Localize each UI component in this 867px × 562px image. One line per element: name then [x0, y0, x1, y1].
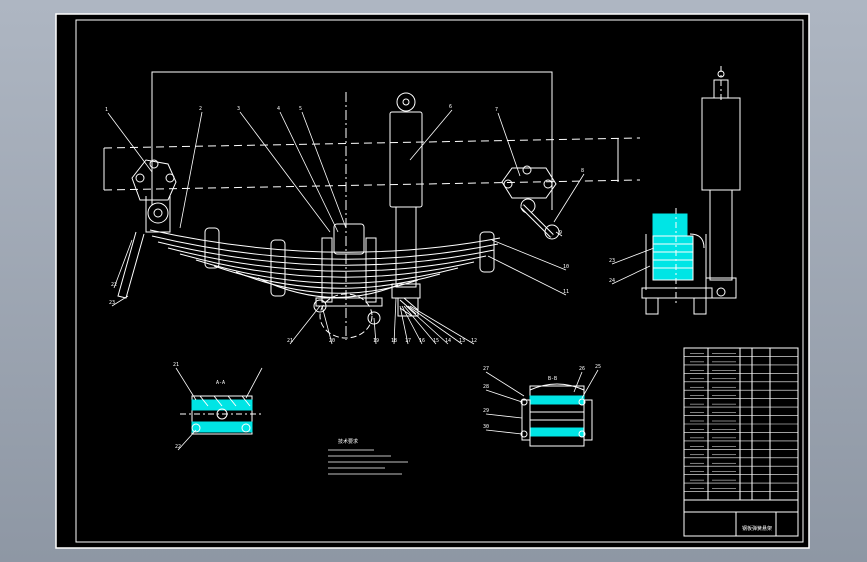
callout-number: 22	[111, 282, 117, 288]
callout-b-27: 27	[483, 366, 525, 397]
callout-number: 18	[391, 338, 397, 344]
callout-number: 24	[609, 278, 615, 284]
callout-number: 28	[483, 384, 489, 390]
sheet-outer-frame	[55, 13, 810, 549]
axle-outline	[319, 293, 373, 339]
callout-23: 23	[109, 295, 129, 307]
callout-number: 3	[237, 106, 240, 112]
rear-bracket	[501, 165, 560, 240]
callout-number: 26	[579, 366, 585, 372]
callout-b-30: 30	[483, 424, 523, 435]
callout-number: 30	[483, 424, 489, 430]
callout-number: 1	[105, 107, 108, 113]
callout-17: 17	[399, 305, 411, 345]
side-view-callouts: 23 24	[609, 247, 655, 285]
callout-14: 14	[405, 305, 451, 345]
section-a-label: A-A	[216, 380, 225, 386]
callout-b-25: 25	[581, 364, 601, 399]
callout-number: 19	[373, 338, 379, 344]
callout-number: 23	[109, 300, 115, 306]
shock-absorber	[389, 92, 423, 317]
callout-a-21: 21	[173, 362, 197, 401]
spring-section-highlight	[652, 235, 694, 281]
callout-number: 21	[287, 338, 293, 344]
callout-number: 29	[483, 408, 489, 414]
callout-number: 5	[299, 106, 302, 112]
leaf-spring-pack	[149, 229, 501, 298]
leaf-clips	[204, 227, 495, 297]
u-bolt-assembly	[313, 223, 383, 339]
callout-number: 23	[609, 258, 615, 264]
callout-b-29: 29	[483, 408, 523, 419]
callout-12: 12	[409, 305, 477, 345]
span-dimension-line	[151, 71, 553, 210]
section-b-callouts: B-B 25 26 27 28 29 30	[483, 364, 601, 435]
callout-number: 10	[563, 264, 569, 270]
callout-number: 14	[445, 338, 451, 344]
callout-20: 20	[321, 305, 335, 345]
section-view-a	[180, 395, 262, 435]
callout-6: 6	[409, 104, 453, 161]
title-block: 钢板弹簧悬架	[683, 347, 799, 537]
technical-notes: 技术要求	[328, 438, 408, 475]
callout-number: 2	[199, 106, 202, 112]
callout-19: 19	[373, 317, 379, 345]
callout-15: 15	[403, 305, 439, 345]
callout-4: 4	[277, 106, 339, 233]
callout-number: 9	[559, 230, 562, 236]
bump-stop-highlight	[652, 213, 688, 237]
frame-rail-top	[103, 137, 641, 149]
callout-21: 21	[287, 305, 321, 345]
side-elevation-view	[641, 66, 741, 315]
callout-number: 7	[495, 107, 498, 113]
callout-number: 11	[563, 289, 569, 295]
callout-5: 5	[299, 106, 347, 229]
callout-10: 10	[491, 239, 569, 271]
callout-side-23: 23	[609, 247, 655, 265]
callout-number: 8	[581, 168, 584, 174]
callout-number: 27	[483, 366, 489, 372]
section-b-label: B-B	[548, 376, 557, 382]
callout-number: 13	[459, 338, 465, 344]
frame-rail-bottom	[103, 179, 641, 191]
callout-side-24: 24	[609, 265, 651, 285]
section-a-callouts: A-A 21 22	[173, 362, 263, 451]
callout-b-28: 28	[483, 384, 523, 403]
main-elevation-view	[103, 71, 641, 340]
callout-number: 4	[277, 106, 280, 112]
callout-number: 12	[471, 338, 477, 344]
callout-b-26: 26	[573, 366, 585, 393]
callout-3: 3	[237, 106, 331, 233]
notes-title: 技术要求	[338, 438, 358, 445]
sheet-inner-frame	[75, 19, 804, 543]
callout-number: 20	[329, 338, 335, 344]
callout-9: 9	[555, 230, 563, 237]
callout-13: 13	[407, 305, 465, 345]
callout-11: 11	[487, 255, 569, 296]
front-support-arm	[117, 231, 145, 299]
section-view-b	[520, 383, 593, 447]
callout-number: 16	[419, 338, 425, 344]
callout-a-22: 22	[175, 429, 197, 451]
callout-number: 17	[405, 338, 411, 344]
callout-number: 6	[449, 104, 452, 110]
callout-8: 8	[553, 168, 585, 223]
callout-1: 1	[105, 107, 153, 173]
callout-number: 15	[433, 338, 439, 344]
callout-22: 22	[111, 239, 133, 289]
drawing-title: 钢板弹簧悬架	[742, 525, 772, 532]
callout-number: 22	[175, 444, 181, 450]
callout-7: 7	[495, 107, 521, 177]
callout-16: 16	[401, 305, 425, 345]
callout-number: 21	[173, 362, 179, 368]
callout-number: 25	[595, 364, 601, 370]
callout-2: 2	[179, 106, 203, 229]
callout-18: 18	[391, 297, 397, 345]
